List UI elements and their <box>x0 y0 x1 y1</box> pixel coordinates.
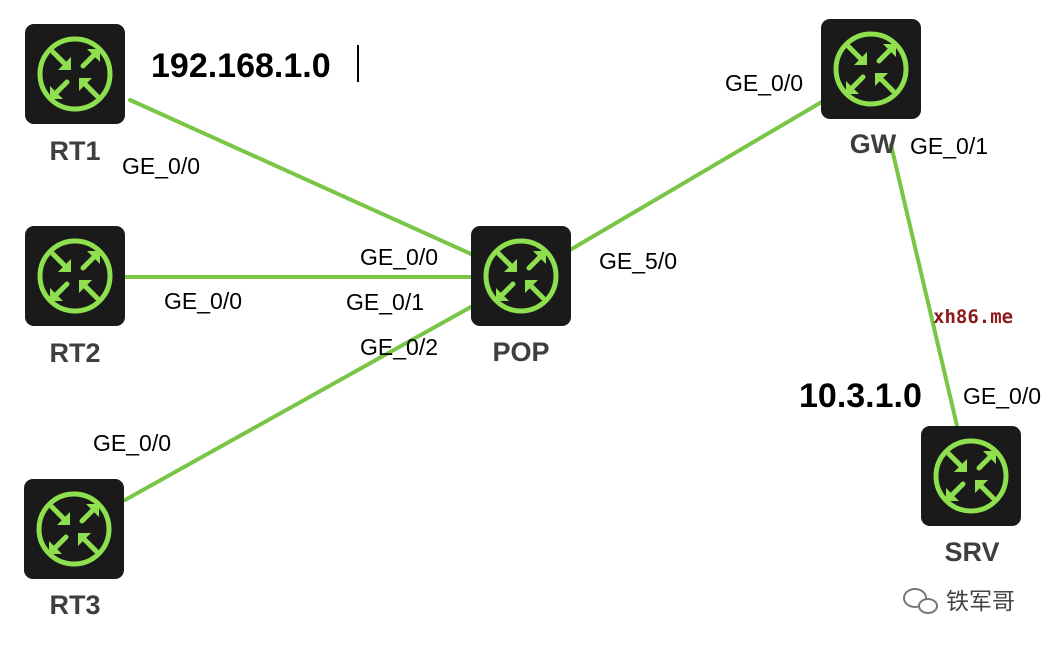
port-label-gw-ge00: GE_0/0 <box>725 70 803 96</box>
port-label-srv-ge00: GE_0/0 <box>963 383 1041 409</box>
router-icon <box>921 426 1021 526</box>
router-icon <box>25 226 125 326</box>
network-label-lan: 192.168.1.0 <box>151 47 331 85</box>
port-label-pop-ge50: GE_5/0 <box>599 248 677 274</box>
router-srv[interactable] <box>921 426 1021 526</box>
link-rt3-pop <box>123 301 480 502</box>
watermark-text: xh86.me <box>933 306 1013 328</box>
node-label-srv: SRV <box>944 537 999 567</box>
node-label-rt1: RT1 <box>49 136 100 166</box>
router-pop[interactable] <box>471 226 571 326</box>
router-icon <box>24 479 124 579</box>
router-rt2[interactable] <box>25 226 125 326</box>
port-label-rt2-ge00: GE_0/0 <box>164 288 242 314</box>
wechat-icon <box>903 588 938 614</box>
node-label-rt3: RT3 <box>49 590 100 620</box>
link-rt1-pop <box>128 98 482 260</box>
links <box>123 98 960 502</box>
link-gw-srv <box>889 143 960 432</box>
router-rt1[interactable] <box>25 24 125 124</box>
port-label-rt3-ge00: GE_0/0 <box>93 430 171 456</box>
network-label-server: 10.3.1.0 <box>799 377 922 415</box>
router-icon <box>25 24 125 124</box>
router-icon <box>471 226 571 326</box>
link-pop-gw <box>568 98 827 252</box>
port-label-pop-ge00: GE_0/0 <box>360 244 438 270</box>
router-rt3[interactable] <box>24 479 124 579</box>
node-label-rt2: RT2 <box>49 338 100 368</box>
router-icon <box>821 19 921 119</box>
port-label-pop-ge02: GE_0/2 <box>360 334 438 360</box>
node-label-pop: POP <box>492 337 549 367</box>
brand-label: 铁军哥 <box>946 589 1015 615</box>
port-label-gw-ge01: GE_0/1 <box>910 133 988 159</box>
router-gw[interactable] <box>821 19 921 119</box>
port-label-rt1-ge00: GE_0/0 <box>122 153 200 179</box>
node-label-gw: GW <box>850 129 897 159</box>
port-label-pop-ge01: GE_0/1 <box>346 289 424 315</box>
